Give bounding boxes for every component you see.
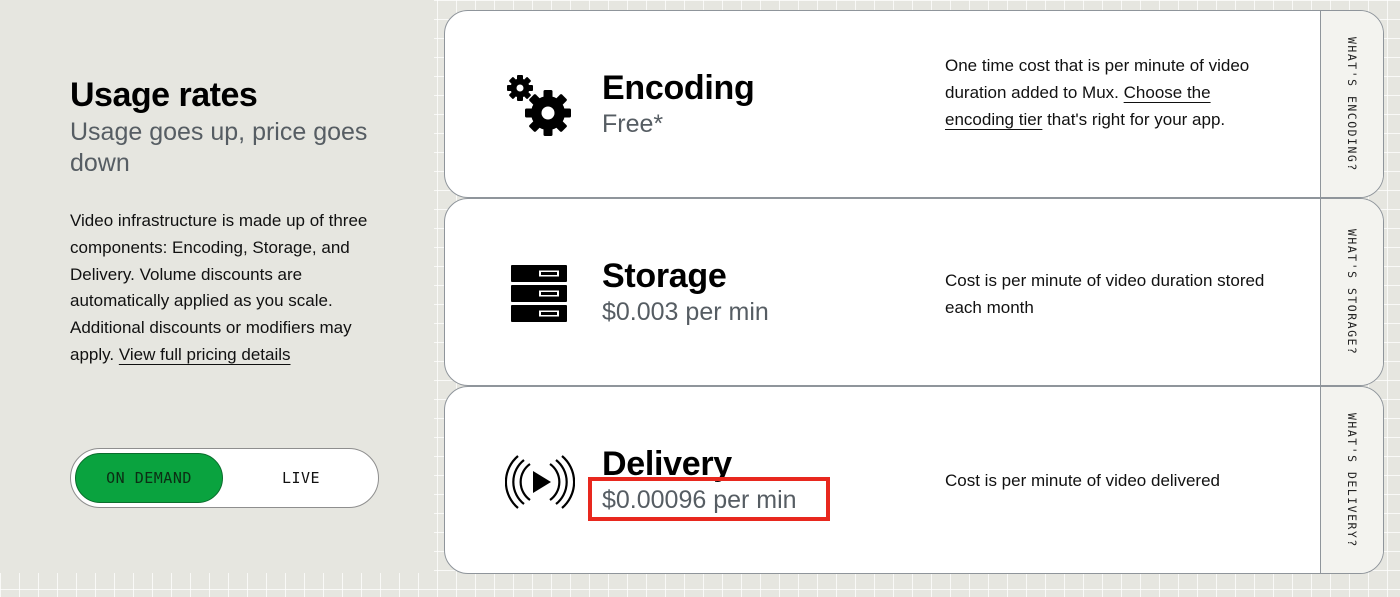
storage-card: Storage $0.003 per min Cost is per minut… (444, 198, 1384, 386)
pricing-mode-toggle: ON DEMAND LIVE (70, 448, 379, 508)
gears-icon (507, 75, 571, 136)
encoding-description-text: One time cost that is per minute of vide… (945, 56, 1250, 102)
whats-delivery-tab[interactable]: WHAT'S DELIVERY? (1320, 387, 1383, 573)
delivery-title: Delivery (602, 445, 732, 483)
delivery-description: Cost is per minute of video delivered (945, 471, 1220, 490)
whats-encoding-tab[interactable]: WHAT'S ENCODING? (1320, 11, 1383, 197)
delivery-card: Delivery $0.00096 per min Cost is per mi… (444, 386, 1384, 574)
toggle-on-demand[interactable]: ON DEMAND (75, 453, 223, 503)
description-text: Video infrastructure is made up of three… (70, 211, 368, 364)
encoding-price: Free* (602, 110, 664, 138)
play-broadcast-icon (505, 455, 575, 509)
storage-description: Cost is per minute of video duration sto… (945, 271, 1265, 317)
delivery-price: $0.00096 per min (602, 486, 797, 514)
encoding-title: Encoding (602, 69, 755, 107)
whats-delivery-label: WHAT'S DELIVERY? (1345, 412, 1359, 548)
server-icon (511, 265, 567, 322)
encoding-description-tail: that's right for your app. (1047, 110, 1226, 129)
price-highlight-box (588, 477, 830, 521)
pricing-intro-panel: Usage rates Usage goes up, price goes do… (0, 0, 434, 573)
view-pricing-details-link[interactable]: View full pricing details (118, 344, 291, 364)
section-description: Video infrastructure is made up of three… (70, 208, 370, 369)
whats-encoding-label: WHAT'S ENCODING? (1345, 36, 1359, 172)
toggle-live[interactable]: LIVE (281, 469, 321, 487)
whats-storage-label: WHAT'S STORAGE? (1345, 228, 1359, 356)
choose-encoding-tier-link[interactable]: Choose the encoding tier (945, 83, 1211, 129)
section-title: Usage rates (70, 76, 258, 114)
encoding-description: One time cost that is per minute of vide… (945, 52, 1275, 133)
encoding-card: Encoding Free* One time cost that is per… (444, 10, 1384, 198)
storage-title: Storage (602, 257, 727, 295)
storage-price: $0.003 per min (602, 298, 769, 326)
section-subtitle: Usage goes up, price goes down (70, 118, 368, 177)
whats-storage-tab[interactable]: WHAT'S STORAGE? (1320, 199, 1383, 385)
